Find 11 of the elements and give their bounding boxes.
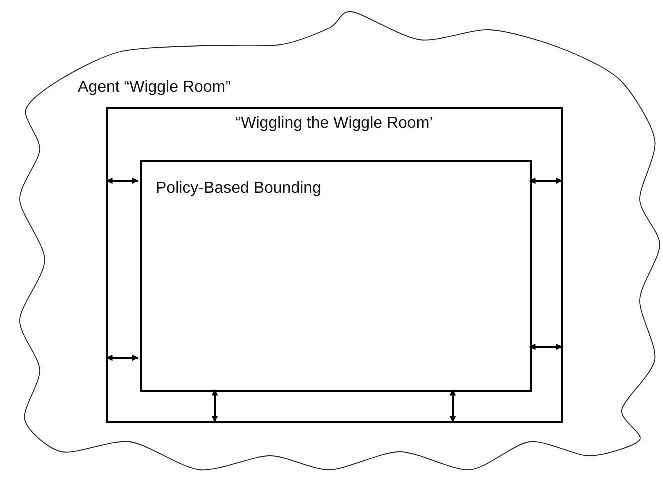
double-arrow <box>106 178 139 184</box>
double-arrow <box>106 354 139 362</box>
double-arrow <box>450 389 456 423</box>
node-label: Agent “Wiggle Room” <box>78 79 231 97</box>
double-arrow <box>212 389 218 423</box>
node-label: Policy-Based Bounding <box>156 180 322 198</box>
node-label: “Wiggling the Wiggle Room’ <box>234 115 434 133</box>
double-arrow <box>529 344 563 350</box>
inner-box <box>140 160 532 392</box>
outer-box <box>106 107 563 423</box>
double-arrow <box>529 178 563 184</box>
